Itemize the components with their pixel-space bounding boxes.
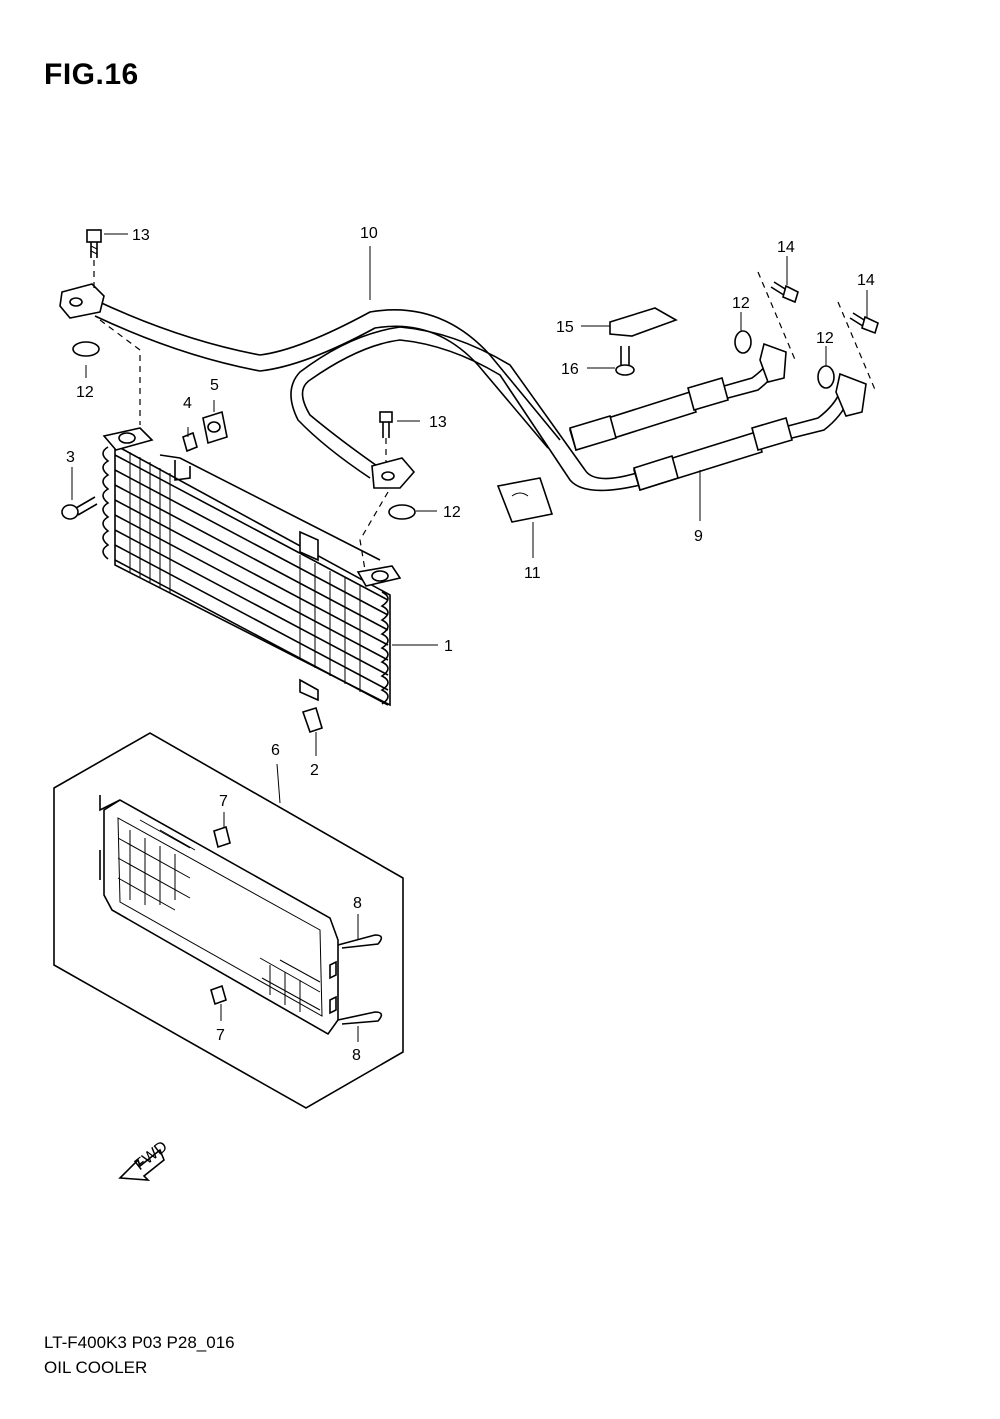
oil-cooler-core xyxy=(102,427,402,707)
callout-12-upper-right: 12 xyxy=(732,295,750,312)
collar-4 xyxy=(182,431,198,453)
callout-3: 3 xyxy=(66,449,75,466)
clip-7-lower xyxy=(210,984,227,1006)
flex-hose-lower xyxy=(633,372,867,492)
callout-14-a: 14 xyxy=(777,239,795,256)
fwd-arrow-icon: FWD xyxy=(118,1138,171,1181)
callout-12-center: 12 xyxy=(443,504,461,521)
callout-13-lower: 13 xyxy=(429,414,447,431)
bolt-16 xyxy=(615,346,635,376)
callout-12-lower-right: 12 xyxy=(816,330,834,347)
callout-7-lower: 7 xyxy=(216,1027,225,1044)
callout-labels: 1 2 3 4 5 6 7 7 8 8 9 10 11 12 12 12 12 … xyxy=(66,225,875,1064)
callout-13-upper: 13 xyxy=(132,227,150,244)
clip-2 xyxy=(301,706,323,734)
assembly-dash-lines xyxy=(93,260,877,571)
o-ring-12-center xyxy=(388,504,416,520)
figure-title: FIG.16 xyxy=(44,58,139,91)
spring-clip-8-lower xyxy=(337,1011,383,1025)
leader-lines xyxy=(71,233,868,1042)
oil-pipe-lower xyxy=(290,326,641,492)
callout-1: 1 xyxy=(444,638,453,655)
spring-clip-8-upper xyxy=(337,934,383,949)
bolt-14-b xyxy=(849,312,879,335)
o-ring-12-left xyxy=(72,341,100,357)
bolt-13-lower xyxy=(379,411,393,438)
callout-2: 2 xyxy=(310,762,319,779)
callout-16: 16 xyxy=(561,361,579,378)
inlet-flange-right xyxy=(356,565,402,587)
model-reference: LT-F400K3 P03 P28_016 xyxy=(44,1333,235,1352)
cushion-11 xyxy=(496,477,554,523)
callout-11: 11 xyxy=(524,565,541,582)
bolt-3 xyxy=(61,496,98,520)
callout-10: 10 xyxy=(360,225,378,242)
callout-8-lower: 8 xyxy=(352,1047,361,1064)
grommet-5 xyxy=(202,410,228,445)
callout-7-upper: 7 xyxy=(219,793,228,810)
callout-15: 15 xyxy=(556,319,574,336)
o-ring-12-lower-right xyxy=(817,365,835,389)
clip-7-upper xyxy=(213,825,231,849)
guard-frame-box xyxy=(53,732,404,1109)
flex-hose-upper xyxy=(569,342,787,452)
callout-9: 9 xyxy=(694,528,703,545)
callout-5: 5 xyxy=(210,377,219,394)
callout-12-left: 12 xyxy=(76,384,94,401)
cooler-fins xyxy=(114,443,391,707)
callout-6: 6 xyxy=(271,742,280,759)
cooler-top-bar xyxy=(159,454,381,562)
bracket-15 xyxy=(609,307,678,337)
callout-4: 4 xyxy=(183,395,192,412)
inlet-flange-left xyxy=(102,427,154,451)
section-name: OIL COOLER xyxy=(44,1358,148,1377)
cooler-tubes xyxy=(102,446,389,706)
cooler-bottom-bracket xyxy=(299,678,319,702)
bolt-13-upper xyxy=(86,229,102,258)
bolt-14-a xyxy=(770,281,799,304)
o-ring-12-upper-right xyxy=(734,330,752,354)
callout-8-upper: 8 xyxy=(353,895,362,912)
callout-14-b: 14 xyxy=(857,272,875,289)
